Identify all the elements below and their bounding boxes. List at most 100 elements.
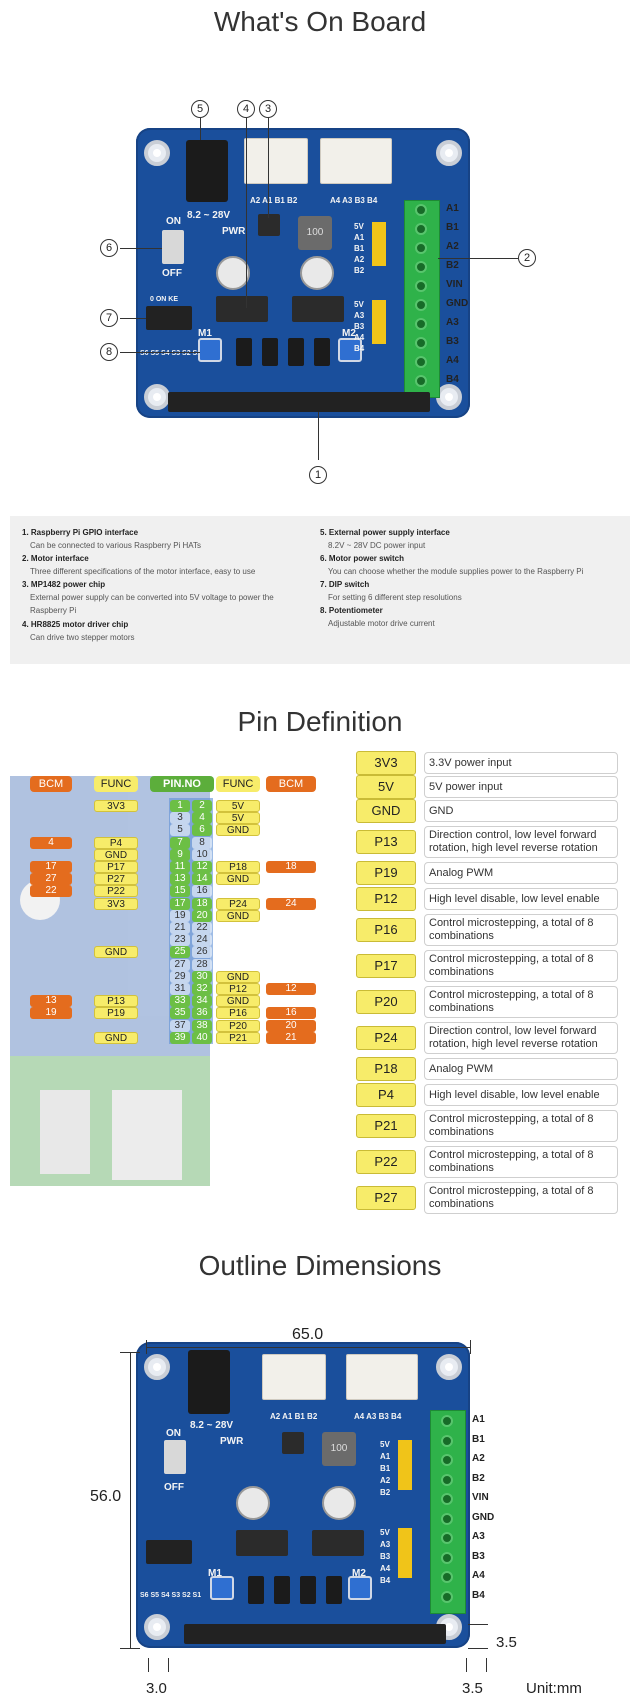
- description-number: 4.: [22, 620, 29, 629]
- switch-off-label: OFF: [162, 268, 182, 279]
- pin-number-right: 30: [192, 970, 212, 983]
- section-title-outline-dimensions: Outline Dimensions: [198, 1250, 442, 1281]
- description-title: Raspberry Pi GPIO interface: [30, 528, 139, 537]
- func-right: GND: [216, 873, 260, 886]
- motor-pin-label: 5V: [380, 1440, 390, 1449]
- func-right: GND: [216, 970, 260, 983]
- motor-pin-label: 5V: [380, 1528, 390, 1537]
- terminal-label: B3: [446, 336, 459, 347]
- motor-pins-b: [398, 1528, 412, 1578]
- callout-line: [120, 318, 146, 319]
- legend-description: GND: [424, 800, 618, 822]
- pin-number-right: 6: [192, 824, 212, 837]
- dip-top-label: 0 ON KE: [150, 296, 179, 303]
- resistor: [262, 338, 278, 366]
- description-text: Three different specifications of the mo…: [30, 567, 256, 576]
- terminal-label: A3: [446, 317, 459, 328]
- motor-pin-label: B4: [380, 1576, 391, 1585]
- func-right: 5V: [216, 812, 260, 825]
- pin-number-left: 25: [170, 946, 190, 959]
- func-left: GND: [94, 848, 138, 861]
- pin-number-left: 33: [170, 995, 190, 1008]
- description-text: 8.2V ~ 28V DC power input: [328, 541, 426, 550]
- unit-label: Unit:mm: [526, 1680, 582, 1697]
- func-right: GND: [216, 824, 260, 837]
- legend-description: Analog PWM: [424, 862, 618, 884]
- bcm-left: 22: [30, 885, 72, 898]
- mount-hole: [144, 1614, 170, 1640]
- header-func-right: FUNC: [216, 776, 260, 792]
- pin-number-right: 14: [192, 873, 212, 886]
- dim-tick: [486, 1658, 487, 1672]
- bcm-right: 21: [266, 1031, 316, 1044]
- func-right: GND: [216, 909, 260, 922]
- callout-1: 1: [309, 466, 327, 484]
- func-left: P19: [94, 1007, 138, 1020]
- dim-height: 56.0: [90, 1488, 122, 1505]
- pin-number-right: 32: [192, 983, 212, 995]
- legend-tag: P13: [356, 830, 416, 854]
- bcm-left: 27: [30, 873, 72, 886]
- motor-pins-a: [372, 222, 386, 266]
- terminal-screw: [415, 318, 427, 330]
- dip-switch: [146, 306, 192, 330]
- legend-description: Control microstepping, a total of 8 comb…: [424, 950, 618, 982]
- func-left: P22: [94, 885, 138, 898]
- motor-connector-right: [320, 138, 392, 184]
- pin-number-right: 26: [192, 946, 212, 959]
- mp1482-chip: [282, 1432, 304, 1454]
- m1-label: M1: [198, 328, 212, 339]
- dim-line-height: [130, 1352, 131, 1648]
- power-range-label: 8.2 ~ 28V: [187, 210, 231, 221]
- terminal-screw: [415, 242, 427, 254]
- terminal-label: B1: [472, 1433, 485, 1445]
- func-left: GND: [94, 946, 138, 959]
- bcm-right: 24: [266, 897, 316, 910]
- switch-off-label: OFF: [164, 1482, 184, 1493]
- terminal-label: B1: [446, 222, 459, 233]
- dim-tick: [148, 1658, 149, 1672]
- terminal-label: B4: [446, 374, 459, 385]
- callout-7: 7: [100, 309, 118, 327]
- dip-bottom-label: S6 S5 S4 S3 S2 S1: [140, 1592, 202, 1599]
- dip-switch: [146, 1540, 192, 1564]
- header-bcm-right: BCM: [266, 776, 316, 792]
- func-left: P13: [94, 995, 138, 1008]
- terminal-screw: [415, 223, 427, 235]
- legend-description: High level disable, low level enable: [424, 1084, 618, 1106]
- callout-5: 5: [191, 100, 209, 118]
- header-func-left: FUNC: [94, 776, 138, 792]
- inductor: 100: [322, 1432, 356, 1466]
- terminal-screw: [441, 1571, 453, 1583]
- func-left: 3V3: [94, 800, 138, 812]
- motor-pin-label: A4: [354, 333, 365, 342]
- terminal-screw: [415, 337, 427, 349]
- pin-number-left: 17: [170, 897, 190, 910]
- hr8825-chip: [216, 296, 268, 322]
- pin-number-right: 2: [192, 800, 212, 812]
- inductor: 100: [298, 216, 332, 250]
- bcm-right: 20: [266, 1019, 316, 1032]
- legend-tag: P24: [356, 1026, 416, 1050]
- bcm-left: 19: [30, 1007, 72, 1020]
- terminal-label: B2: [472, 1472, 485, 1484]
- motor-pin-label: A1: [380, 1452, 391, 1461]
- func-left: GND: [94, 1031, 138, 1044]
- pin-number-right: 4: [192, 812, 212, 825]
- terminal-screw: [415, 280, 427, 292]
- switch-on-label: ON: [166, 216, 181, 227]
- description-number: 1.: [22, 528, 29, 537]
- motor-connector-left: [244, 138, 308, 184]
- bcm-left: 13: [30, 995, 72, 1008]
- motor-pins-b: [372, 300, 386, 344]
- legend-tag: P20: [356, 990, 416, 1014]
- faded-green-board: [10, 1056, 210, 1186]
- top-conn-right-label: A4 A3 B3 B4: [354, 1412, 402, 1421]
- pin-number-left: 21: [170, 922, 190, 934]
- description-title: HR8825 motor driver chip: [30, 620, 129, 629]
- legend-tag: P18: [356, 1057, 416, 1081]
- resistor: [288, 338, 304, 366]
- pin-number-left: 11: [170, 861, 190, 873]
- func-left: 3V3: [94, 897, 138, 910]
